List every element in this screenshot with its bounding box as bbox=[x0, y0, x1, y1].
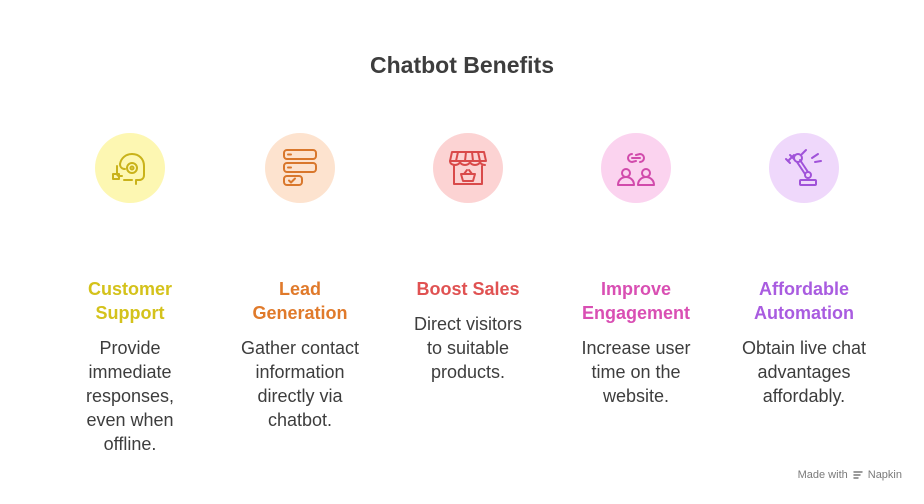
benefit-description: Obtain live chat advantages affordably. bbox=[741, 338, 867, 406]
benefit-heading: Boost Sales bbox=[416, 279, 520, 299]
benefit-description: Provide immediate responses, even when o… bbox=[85, 338, 175, 454]
benefit-description: Increase user time on the website. bbox=[581, 338, 691, 406]
benefit-icon-circle bbox=[265, 133, 335, 203]
benefit-icon-circle bbox=[769, 133, 839, 203]
benefit-description: Gather contact information directly via … bbox=[240, 338, 360, 430]
benefit-heading: Affordable Automation bbox=[754, 279, 854, 323]
benefit-icon-circle bbox=[95, 133, 165, 203]
napkin-logo-icon bbox=[853, 471, 863, 479]
form-fields-icon bbox=[283, 149, 317, 186]
made-with-label: Made with bbox=[797, 469, 848, 481]
robot-arm-icon bbox=[785, 149, 822, 186]
benefit-description: Direct visitors to suitable products. bbox=[413, 314, 522, 382]
benefit-icon-circle bbox=[433, 133, 503, 203]
storefront-basket-icon bbox=[449, 151, 487, 185]
napkin-brand: Napkin bbox=[867, 469, 902, 481]
diagram-title: Chatbot Benefits bbox=[370, 52, 554, 78]
headset-agent-icon bbox=[112, 153, 145, 185]
benefit-heading: Improve Engagement bbox=[581, 279, 691, 323]
benefit-heading: Customer Support bbox=[87, 279, 172, 323]
made-with-napkin-badge[interactable]: Made with Napkin bbox=[798, 469, 902, 481]
benefit-icon-circle bbox=[601, 133, 671, 203]
linked-users-icon bbox=[617, 153, 655, 186]
benefit-heading: Lead Generation bbox=[252, 279, 348, 323]
